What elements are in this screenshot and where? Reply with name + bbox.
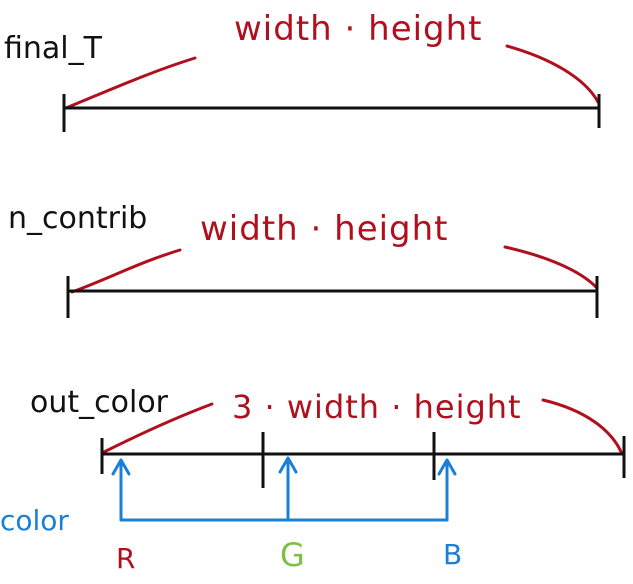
out-color-label: out_color [30,385,169,420]
out-color-brace-right [541,398,624,456]
final-t-brace-right [505,44,600,104]
final-t-brace-left [64,56,197,110]
final-t-size-label: width · height [234,9,483,49]
r-arrow-head [111,458,131,476]
color-bracket-label: color [0,504,69,537]
b-arrow-head [437,458,457,476]
n-contrib-brace-left [70,248,182,294]
out-color-size-label: 3 · width · height [232,388,522,426]
b-channel-label: B [443,538,462,571]
g-channel-label: G [280,536,305,574]
final-t-label: final_T [4,31,103,66]
g-arrow-head [278,456,298,474]
n-contrib-size-label: width · height [200,209,449,249]
n-contrib-brace-right [503,245,599,290]
n-contrib-label: n_contrib [8,201,147,236]
r-channel-label: R [116,542,135,575]
channel-arrows [111,456,457,522]
out-color-brace-left [102,402,214,454]
